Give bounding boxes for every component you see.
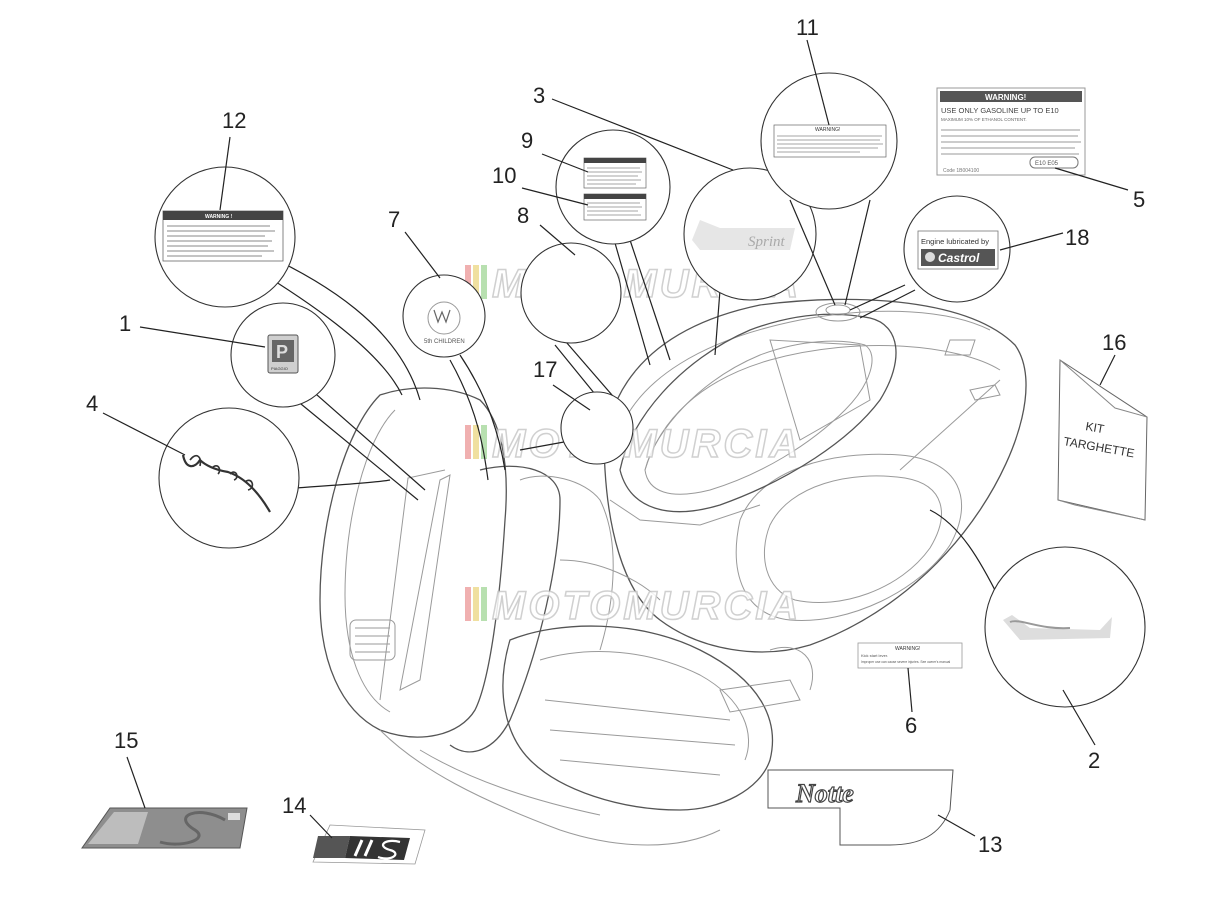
- watermark-text: MOTOMURCIA: [492, 584, 801, 628]
- fuel-warning-line2: MAXIMUM 10% OF ETHANOL CONTENT.: [941, 117, 1027, 122]
- warning-sticker-12: WARNING !: [162, 210, 284, 262]
- callout-number: 18: [1065, 225, 1089, 250]
- kit-envelope: KIT TARGHETTE: [1057, 359, 1148, 521]
- watermark-text: MOTOMURCIA: [492, 422, 801, 466]
- notte-decal: Notte: [767, 769, 954, 846]
- callout-16: KIT TARGHETTE 16: [1057, 330, 1148, 521]
- svg-text:P: P: [276, 342, 288, 362]
- callout-8: 8: [517, 203, 626, 416]
- vespa-script-logo: [181, 454, 271, 513]
- callout-number: 17: [533, 357, 557, 382]
- children-badge-text: 5th CHILDREN: [424, 339, 465, 345]
- s-model-decal: [312, 824, 426, 865]
- fuel-code: Code 1B004100: [943, 168, 979, 174]
- children-badge: 5th CHILDREN: [424, 301, 465, 345]
- kick-start-warning: WARNING! Kick start lever. Improper use …: [857, 642, 963, 669]
- piaggio-text: PIAGGIO: [271, 366, 288, 371]
- notte-text: Notte: [795, 779, 854, 808]
- callout-number: 12: [222, 108, 246, 133]
- kit-line1: KIT: [1084, 419, 1105, 436]
- callout-2: 2: [929, 509, 1146, 773]
- vespa-side-decal: [1003, 615, 1112, 640]
- callout-number: 9: [521, 128, 533, 153]
- warning-sticker-9: [583, 157, 647, 189]
- fuel-badge: E10 E05: [1035, 161, 1059, 167]
- callout-18: Engine lubricated by Castrol 18: [849, 195, 1089, 319]
- warning-title: WARNING !: [205, 214, 233, 220]
- callout-number: 15: [114, 728, 138, 753]
- sprint-decal: Sprint: [692, 220, 795, 250]
- warning-title: WARNING!: [815, 127, 840, 133]
- callout-number: 1: [119, 311, 131, 336]
- callout-17: 17: [519, 357, 634, 465]
- callout-9-10: 9 10: [492, 128, 671, 366]
- svg-text:Sprint: Sprint: [748, 234, 786, 250]
- callout-15: 15: [81, 728, 248, 849]
- s-plate-decal: [81, 807, 248, 849]
- kick-title: WARNING!: [895, 646, 920, 652]
- callout-6: WARNING! Kick start lever. Improper use …: [857, 642, 963, 738]
- callout-3: Sprint 3: [533, 83, 817, 356]
- callout-1: P PIAGGIO 1: [119, 302, 426, 501]
- callout-number: 6: [905, 713, 917, 738]
- callout-number: 5: [1133, 187, 1145, 212]
- callout-4: 4: [86, 391, 391, 549]
- fuel-warning-line1: USE ONLY GASOLINE UP TO E10: [941, 106, 1059, 115]
- piaggio-badge: P PIAGGIO: [267, 334, 299, 374]
- callout-number: 4: [86, 391, 98, 416]
- watermark-group: MOTOMURCIA MOTOMURCIA MOTOMURCIA: [465, 261, 801, 629]
- callout-12: WARNING ! 12: [154, 108, 421, 401]
- callout-13: Notte 13: [767, 769, 1002, 857]
- callout-number: 14: [282, 793, 306, 818]
- scooter-body: [319, 298, 1027, 846]
- callout-11: WARNING! 11: [760, 15, 898, 306]
- castrol-brand: Castrol: [938, 251, 980, 265]
- castrol-line1: Engine lubricated by: [921, 237, 989, 246]
- warning-sticker-11: WARNING!: [773, 124, 887, 158]
- watermark-middle: MOTOMURCIA: [465, 421, 801, 467]
- kick-line1: Kick start lever.: [861, 653, 888, 658]
- callout-number: 8: [517, 203, 529, 228]
- callout-number: 3: [533, 83, 545, 108]
- callout-number: 11: [796, 15, 819, 40]
- callout-14: 14: [282, 793, 426, 865]
- callout-number: 7: [388, 207, 400, 232]
- fuel-warning-title: WARNING!: [985, 93, 1026, 102]
- warning-sticker-10: [583, 193, 647, 221]
- castrol-sticker: Engine lubricated by Castrol: [917, 230, 999, 270]
- fuel-warning-label: WARNING! USE ONLY GASOLINE UP TO E10 MAX…: [936, 87, 1086, 176]
- callout-number: 16: [1102, 330, 1126, 355]
- callout-number: 10: [492, 163, 516, 188]
- watermark-bottom: MOTOMURCIA: [465, 583, 801, 629]
- callout-number: 2: [1088, 748, 1100, 773]
- callout-5: WARNING! USE ONLY GASOLINE UP TO E10 MAX…: [936, 87, 1145, 212]
- callout-number: 13: [978, 832, 1002, 857]
- callout-7: 5th CHILDREN 7: [388, 207, 506, 481]
- kick-line2: Improper use can cause severe injuries. …: [861, 660, 950, 664]
